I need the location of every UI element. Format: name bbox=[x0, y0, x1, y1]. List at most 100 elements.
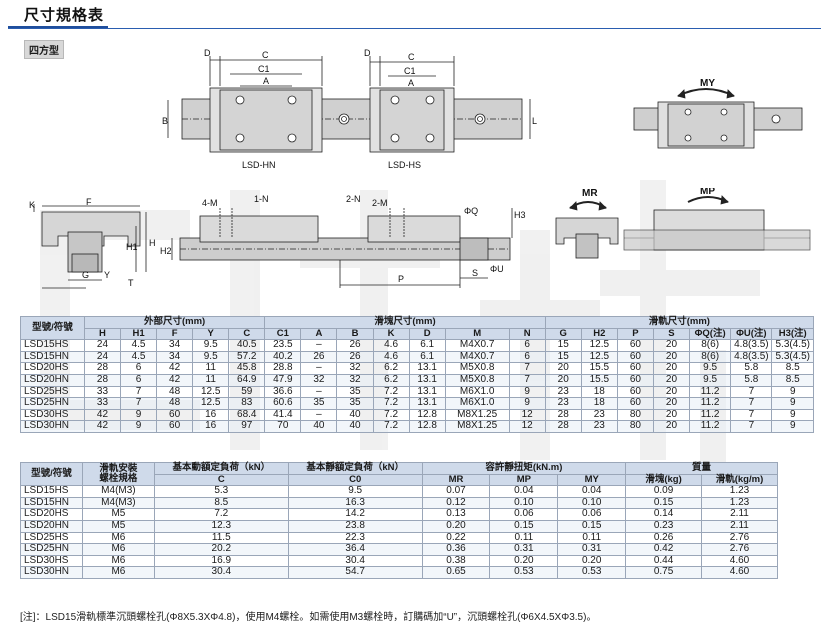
value-cell: 0.13 bbox=[421, 508, 491, 521]
value-cell: 9.5 bbox=[689, 373, 732, 387]
moment-mr-mp-drawing: MR MP bbox=[555, 188, 811, 259]
value-cell: 20 bbox=[652, 397, 691, 410]
dim-label: H3 bbox=[514, 210, 526, 220]
col-header: H bbox=[83, 327, 122, 341]
value-cell: 42 bbox=[83, 408, 122, 422]
value-cell: 26 bbox=[300, 350, 338, 364]
value-cell: 9.5 bbox=[287, 485, 423, 498]
model-cell: LSD20HS bbox=[20, 508, 83, 521]
value-cell: 20 bbox=[652, 420, 691, 433]
value-cell: 7 bbox=[508, 362, 546, 375]
dim-label: D bbox=[364, 48, 371, 58]
value-cell: 4.6 bbox=[372, 350, 410, 364]
value-cell: 6.1 bbox=[408, 339, 446, 352]
value-cell: 9 bbox=[771, 420, 814, 433]
value-cell: 28.8 bbox=[264, 362, 302, 375]
value-cell: 13.1 bbox=[408, 373, 446, 387]
value-cell: 7.2 bbox=[372, 385, 410, 399]
value-cell: 20 bbox=[652, 408, 691, 422]
col-header: H3(注) bbox=[771, 327, 814, 341]
value-cell: 68.4 bbox=[228, 408, 266, 422]
value-cell: 34 bbox=[156, 350, 194, 364]
model-cell: LSD30HS bbox=[20, 554, 83, 568]
value-cell: 20 bbox=[652, 362, 691, 375]
col-header: Y bbox=[192, 327, 230, 341]
value-cell: 18 bbox=[580, 385, 618, 399]
value-cell: 18 bbox=[580, 397, 618, 410]
value-cell: 33 bbox=[83, 397, 122, 410]
value-cell: 60.6 bbox=[264, 397, 302, 410]
title-rule bbox=[8, 28, 821, 29]
value-cell: 7 bbox=[730, 397, 773, 410]
value-cell: 30.4 bbox=[287, 554, 423, 568]
value-cell: 0.53 bbox=[557, 566, 627, 579]
value-cell: 97 bbox=[228, 420, 266, 433]
value-cell: 28 bbox=[83, 362, 122, 375]
value-cell: 24 bbox=[83, 339, 122, 352]
dim-label: 4-M bbox=[202, 198, 218, 208]
dim-label: C bbox=[408, 52, 415, 62]
dim-label: T bbox=[128, 278, 134, 288]
value-cell: 28 bbox=[83, 373, 122, 387]
value-cell: 40.5 bbox=[228, 339, 266, 352]
value-cell: 26 bbox=[336, 350, 374, 364]
value-cell: 64.9 bbox=[228, 373, 266, 387]
value-cell: 5.3(4.5) bbox=[771, 350, 814, 364]
value-cell: 11.2 bbox=[689, 420, 732, 433]
dim-label: H1 bbox=[126, 242, 138, 252]
moment-label: MP bbox=[700, 188, 715, 197]
value-cell: 12.8 bbox=[408, 408, 446, 422]
value-cell: 2.11 bbox=[701, 508, 778, 521]
dim-label: C1 bbox=[258, 64, 270, 74]
value-cell: 15 bbox=[544, 350, 582, 364]
value-cell: 45.8 bbox=[228, 362, 266, 375]
col-header: F bbox=[156, 327, 194, 341]
group-rail: 滑軌尺寸(mm) bbox=[544, 316, 815, 329]
value-cell: 33 bbox=[83, 385, 122, 399]
dim-label: H bbox=[149, 238, 156, 248]
value-cell: 9.5 bbox=[192, 339, 230, 352]
value-cell: M6X1.0 bbox=[444, 385, 510, 399]
group-moment: 容許靜扭矩(kN.m) bbox=[421, 462, 627, 475]
value-cell: 48 bbox=[156, 397, 194, 410]
value-cell: 12.5 bbox=[192, 385, 230, 399]
value-cell: 11.2 bbox=[689, 408, 732, 422]
col-header: C1 bbox=[264, 327, 302, 341]
value-cell: M4(M3) bbox=[81, 485, 155, 498]
value-cell: 35 bbox=[300, 397, 338, 410]
value-cell: 7 bbox=[730, 408, 773, 422]
dim-label: F bbox=[86, 197, 92, 207]
value-cell: 6.2 bbox=[372, 362, 410, 375]
value-cell: 4.8(3.5) bbox=[730, 350, 773, 364]
value-cell: 4.5 bbox=[119, 350, 158, 364]
value-cell: 6 bbox=[119, 373, 158, 387]
value-cell: 6 bbox=[119, 362, 158, 375]
dim-label: S bbox=[472, 268, 478, 278]
value-cell: 2.76 bbox=[701, 543, 778, 556]
value-cell: 60 bbox=[156, 408, 194, 422]
value-cell: 8(6) bbox=[689, 350, 732, 364]
value-cell: 41.4 bbox=[264, 408, 302, 422]
value-cell: M4X0.7 bbox=[444, 350, 510, 364]
value-cell: 15 bbox=[544, 339, 582, 352]
model-cell: LSD30HN bbox=[20, 566, 83, 579]
sub-static: C0 bbox=[287, 473, 423, 487]
value-cell: 9 bbox=[508, 385, 546, 399]
value-cell: 7.2 bbox=[153, 508, 289, 521]
model-cell: LSD25HS bbox=[20, 385, 85, 399]
value-cell: M8X1.25 bbox=[444, 420, 510, 433]
value-cell: 80 bbox=[616, 408, 654, 422]
value-cell: 12.3 bbox=[153, 519, 289, 533]
value-cell: 7.2 bbox=[372, 408, 410, 422]
value-cell: 6 bbox=[508, 350, 546, 364]
value-cell: 80 bbox=[616, 420, 654, 433]
value-cell: 40 bbox=[300, 420, 338, 433]
